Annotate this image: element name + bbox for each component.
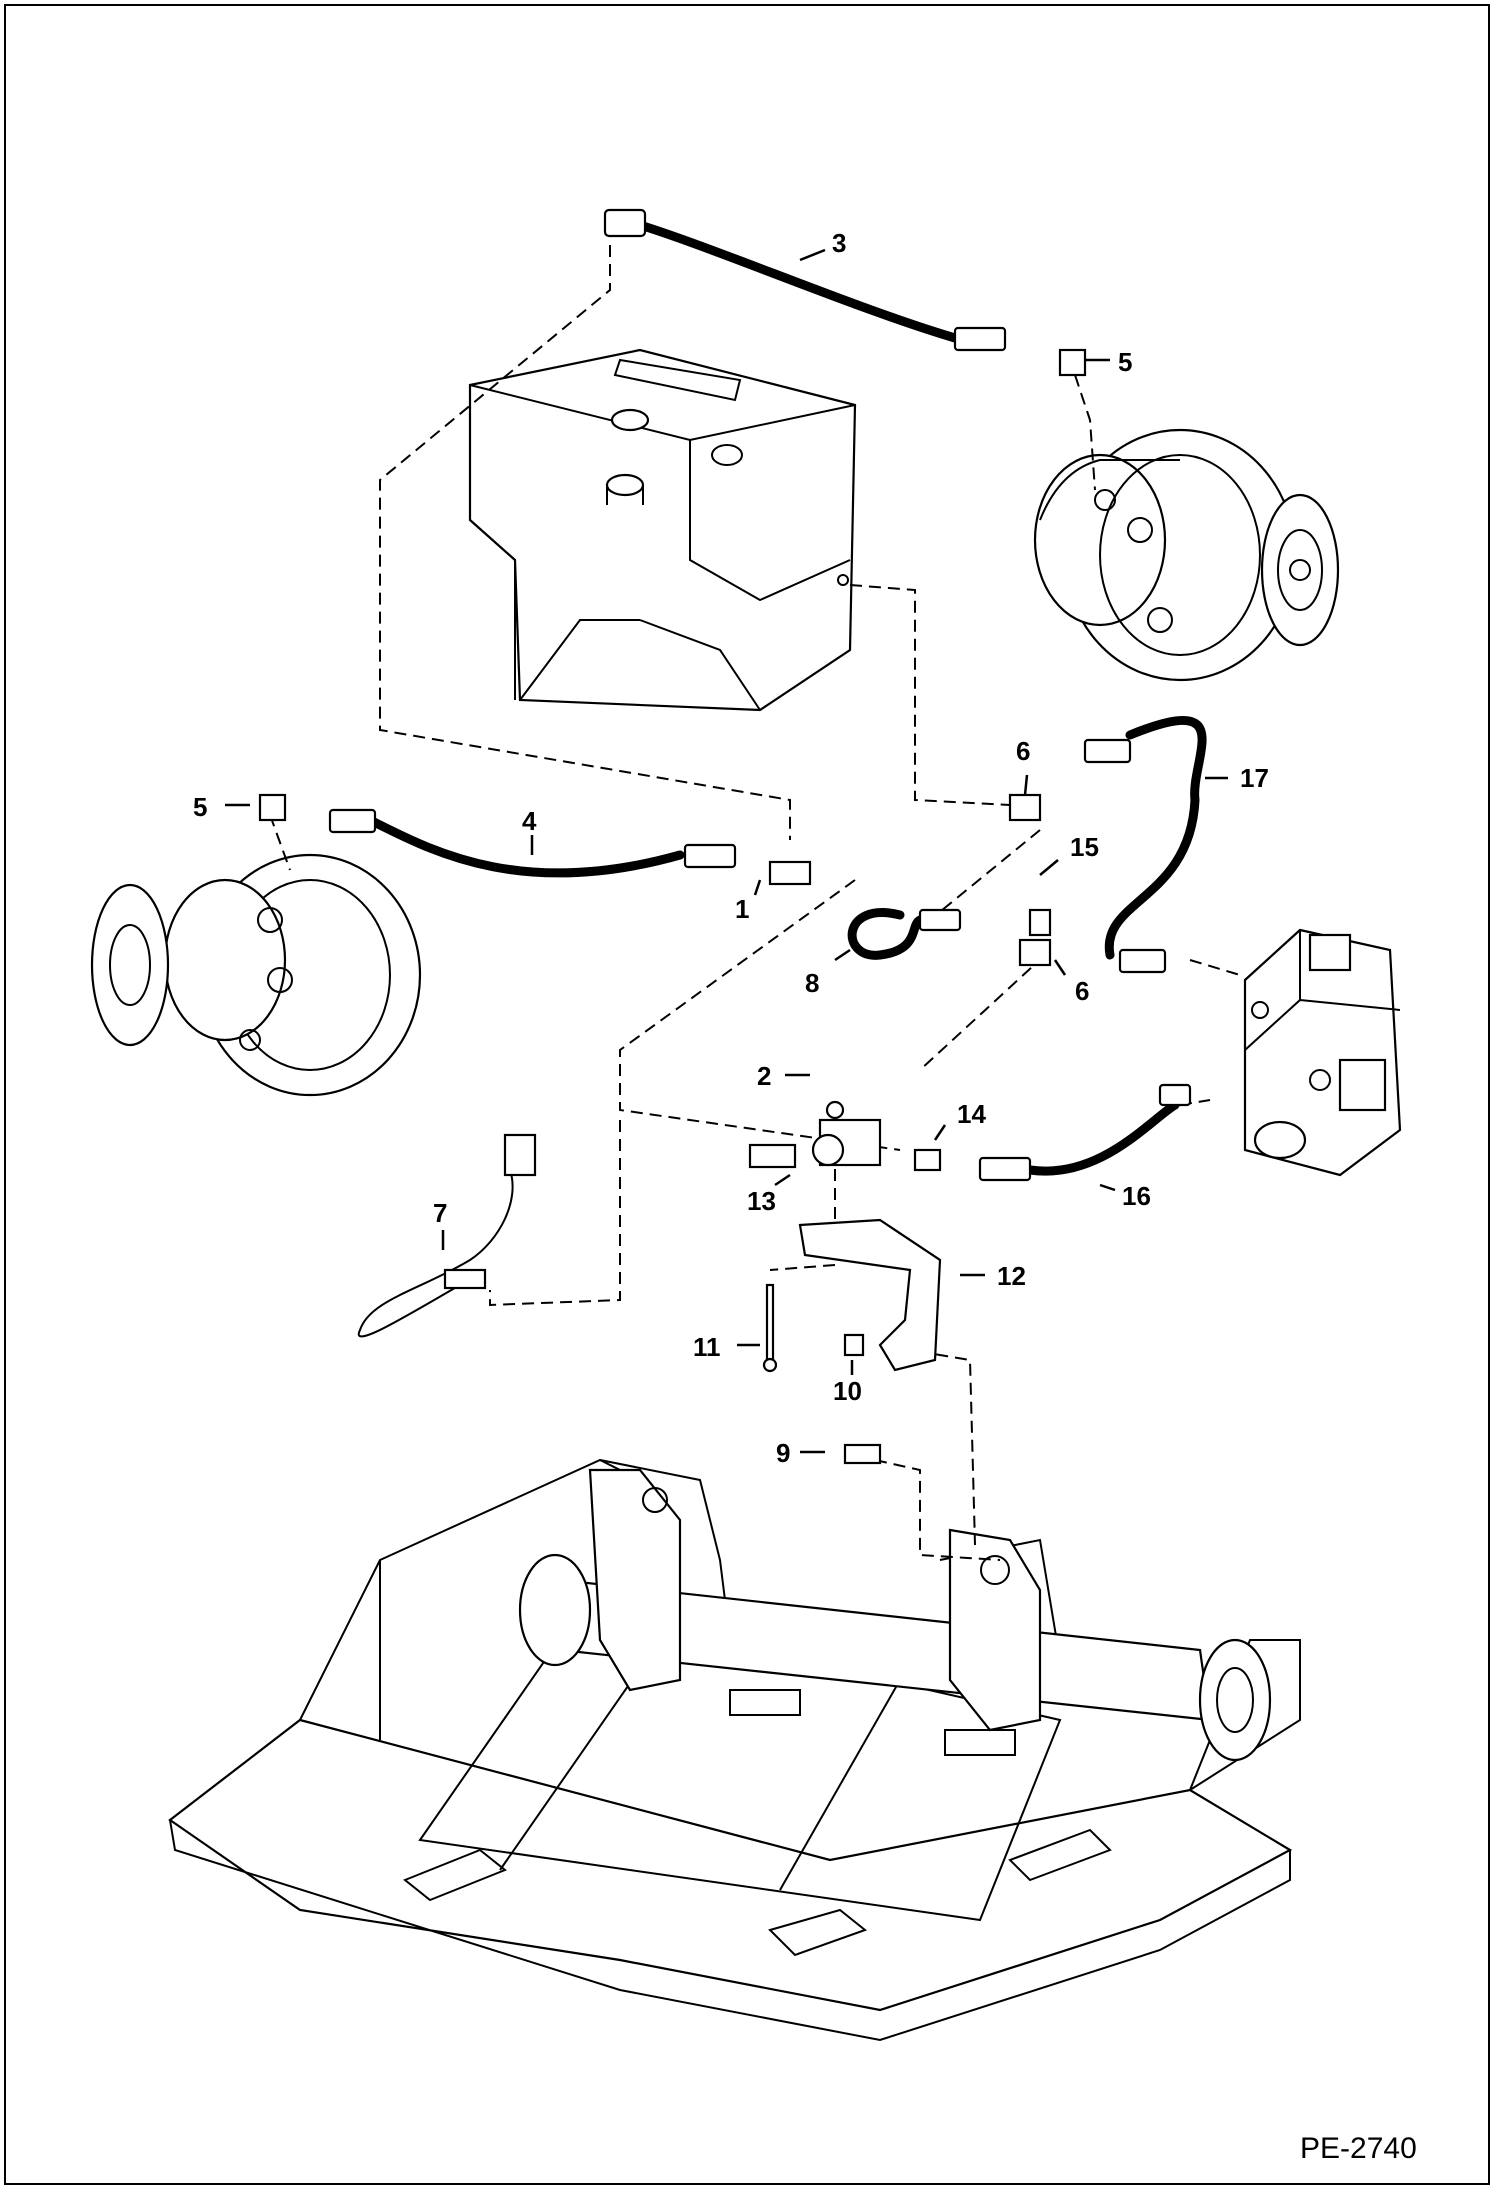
callout-9: 9 — [776, 1438, 790, 1468]
elbow-fitting-5-top — [1058, 348, 1087, 377]
callout-15: 15 — [1070, 832, 1099, 862]
callout-13: 13 — [747, 1186, 776, 1216]
callout-10: 10 — [833, 1376, 862, 1406]
elbow-fitting-6-top — [1008, 793, 1042, 822]
callout-1: 1 — [735, 894, 749, 924]
callout-2: 2 — [757, 1061, 771, 1091]
hose-17 — [1104, 716, 1207, 960]
nut-2 — [825, 1100, 845, 1120]
hydrostatic-pump — [1243, 928, 1402, 1177]
hose-3 — [635, 220, 960, 343]
bolt-11 — [765, 1283, 775, 1367]
cap-15 — [1028, 908, 1052, 937]
harness-7 — [357, 1169, 514, 1338]
hose-16 — [1025, 1100, 1180, 1176]
callout-6: 6 — [1016, 736, 1030, 766]
callout-5: 5 — [193, 792, 207, 822]
elbow-fitting-6-bottom — [1018, 938, 1052, 967]
callout-12: 12 — [997, 1261, 1026, 1291]
hose-4 — [365, 815, 685, 878]
nut-10 — [843, 1333, 865, 1357]
fitting-14 — [913, 1148, 942, 1172]
callout-labels: 3 5 5 4 1 6 15 17 8 6 2 14 13 16 7 12 11 — [193, 228, 1269, 1468]
drawing-code: PE-2740 — [1300, 2132, 1417, 2165]
drive-motor-right — [1033, 428, 1340, 682]
elbow-fitting-5-left — [258, 793, 287, 822]
callout-4: 4 — [522, 806, 537, 836]
callout-8: 8 — [805, 968, 819, 998]
callout-5: 5 — [1118, 347, 1132, 377]
callout-11: 11 — [693, 1332, 721, 1362]
hose-8 — [847, 908, 925, 960]
machine-frame — [168, 1458, 1301, 2042]
bolt-9 — [843, 1443, 882, 1465]
tee-fitting-1 — [768, 860, 812, 886]
connector-7 — [748, 1143, 797, 1169]
bracket-12 — [798, 1218, 942, 1372]
callout-3: 3 — [832, 228, 846, 258]
drive-motor-left — [90, 853, 422, 1097]
callout-7: 7 — [433, 1198, 447, 1228]
callout-6: 6 — [1075, 976, 1089, 1006]
callout-14: 14 — [957, 1099, 986, 1129]
hydraulic-tank — [468, 348, 857, 712]
fittings — [258, 348, 1087, 1465]
hoses — [328, 208, 1207, 1182]
callout-17: 17 — [1240, 763, 1269, 793]
callout-16: 16 — [1122, 1181, 1151, 1211]
